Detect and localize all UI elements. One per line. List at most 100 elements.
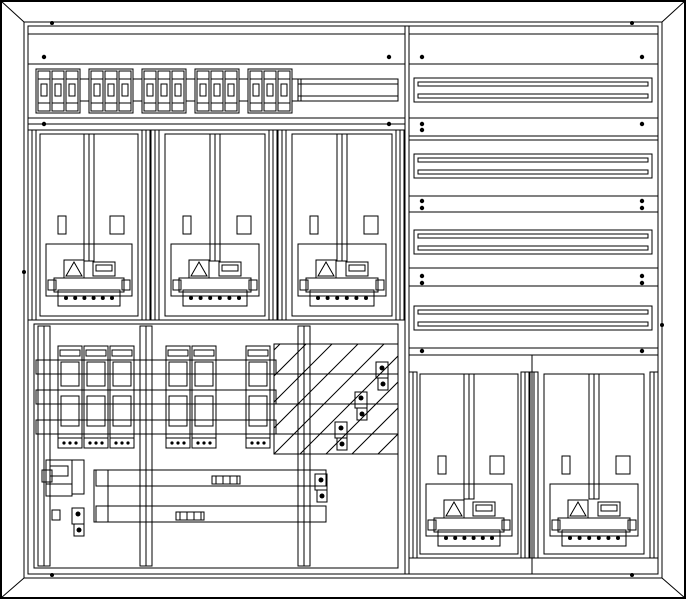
hatched-cover — [273, 343, 399, 455]
screw-dot-icon — [73, 296, 78, 300]
screw-dot-icon — [50, 573, 54, 577]
screw-dot-icon — [639, 121, 645, 127]
screw-dot-icon — [316, 296, 320, 300]
screw-dot-icon — [338, 425, 344, 431]
screw-dot-icon — [380, 381, 386, 387]
screw-dot-icon — [75, 511, 81, 517]
lower-left-section — [33, 323, 399, 569]
terminal-strip — [175, 475, 241, 521]
screw-dot-icon — [386, 54, 392, 60]
screw-dot-icon — [630, 21, 634, 25]
earth-clamp — [354, 391, 368, 421]
screw-dot-icon — [217, 296, 222, 300]
screw-dot-icon — [419, 54, 425, 60]
screw-dot-icon — [419, 205, 425, 211]
screw-dot-icon — [364, 296, 368, 300]
screw-dot-icon — [606, 536, 611, 540]
screw-dot-icon — [196, 441, 200, 445]
screw-dot-icon — [189, 296, 193, 300]
screw-dot-icon — [262, 441, 266, 445]
screw-dot-icon — [419, 127, 425, 133]
screw-dot-icon — [344, 296, 349, 300]
top-breaker-row — [28, 33, 405, 131]
screw-dot-icon — [471, 536, 476, 540]
warning-triangle-icon — [65, 260, 83, 277]
screw-dot-icon — [335, 296, 340, 300]
screw-dot-icon — [616, 536, 620, 540]
warning-triangle-icon — [190, 260, 208, 277]
meter-socket — [164, 133, 266, 317]
screw-dot-icon — [170, 441, 174, 445]
screw-dot-icon — [50, 21, 54, 25]
screw-dot-icon — [64, 296, 68, 300]
screw-dot-icon — [120, 441, 124, 445]
screw-dot-icon — [94, 441, 98, 445]
screw-dot-icon — [74, 441, 78, 445]
screw-dot-icon — [250, 441, 254, 445]
warning-triangle-icon — [569, 500, 587, 517]
screw-dot-icon — [237, 296, 241, 300]
screw-dot-icon — [256, 441, 260, 445]
screw-dot-icon — [419, 280, 425, 286]
screw-dot-icon — [386, 121, 392, 127]
screw-dot-icon — [660, 323, 664, 327]
screw-dot-icon — [318, 477, 324, 483]
meter-socket — [39, 133, 139, 317]
screw-dot-icon — [639, 273, 645, 279]
screw-dot-icon — [639, 54, 645, 60]
screw-dot-icon — [639, 348, 645, 354]
meter-socket — [291, 133, 393, 317]
modular-device — [245, 345, 271, 449]
screw-dot-icon — [639, 280, 645, 286]
screw-dot-icon — [490, 536, 494, 540]
warning-triangle-icon — [445, 500, 463, 517]
screw-dot-icon — [419, 121, 425, 127]
breaker-block — [88, 68, 143, 114]
screw-dot-icon — [202, 441, 206, 445]
screw-dot-icon — [88, 441, 92, 445]
upper-left-section — [27, 129, 405, 321]
generated-components — [22, 21, 664, 577]
breaker-block — [247, 68, 302, 114]
screw-dot-icon — [639, 198, 645, 204]
screw-dot-icon — [630, 573, 634, 577]
screw-dot-icon — [41, 54, 47, 60]
screw-dot-icon — [100, 296, 105, 300]
screw-dot-icon — [359, 411, 365, 417]
breaker-block — [194, 68, 249, 114]
meter-socket — [543, 373, 645, 555]
screw-dot-icon — [100, 441, 104, 445]
screw-dot-icon — [319, 493, 325, 499]
modular-device — [57, 345, 83, 449]
screw-dot-icon — [68, 441, 72, 445]
warning-triangle-icon — [317, 260, 335, 277]
screw-dot-icon — [62, 441, 66, 445]
screw-dot-icon — [82, 296, 87, 300]
modular-device — [109, 345, 135, 449]
screw-dot-icon — [110, 296, 114, 300]
breaker-block — [35, 68, 90, 114]
screw-dot-icon — [325, 296, 330, 300]
screw-dot-icon — [480, 536, 485, 540]
screw-dot-icon — [462, 536, 467, 540]
screw-dot-icon — [114, 441, 118, 445]
right-rail-section — [408, 33, 659, 574]
breaker-block — [141, 68, 196, 114]
fixing-dots — [22, 21, 664, 577]
screw-dot-icon — [126, 441, 130, 445]
modular-device — [165, 345, 191, 449]
screw-dot-icon — [444, 536, 448, 540]
screw-dot-icon — [419, 348, 425, 354]
screw-dot-icon — [182, 441, 186, 445]
screw-dot-icon — [91, 296, 96, 300]
earth-clamp — [71, 507, 85, 537]
modular-device — [83, 345, 109, 449]
screw-dot-icon — [354, 296, 359, 300]
earth-clamp — [375, 361, 389, 391]
screw-dot-icon — [639, 205, 645, 211]
screw-dot-icon — [41, 121, 47, 127]
screw-dot-icon — [22, 270, 26, 274]
screw-dot-icon — [339, 441, 345, 447]
